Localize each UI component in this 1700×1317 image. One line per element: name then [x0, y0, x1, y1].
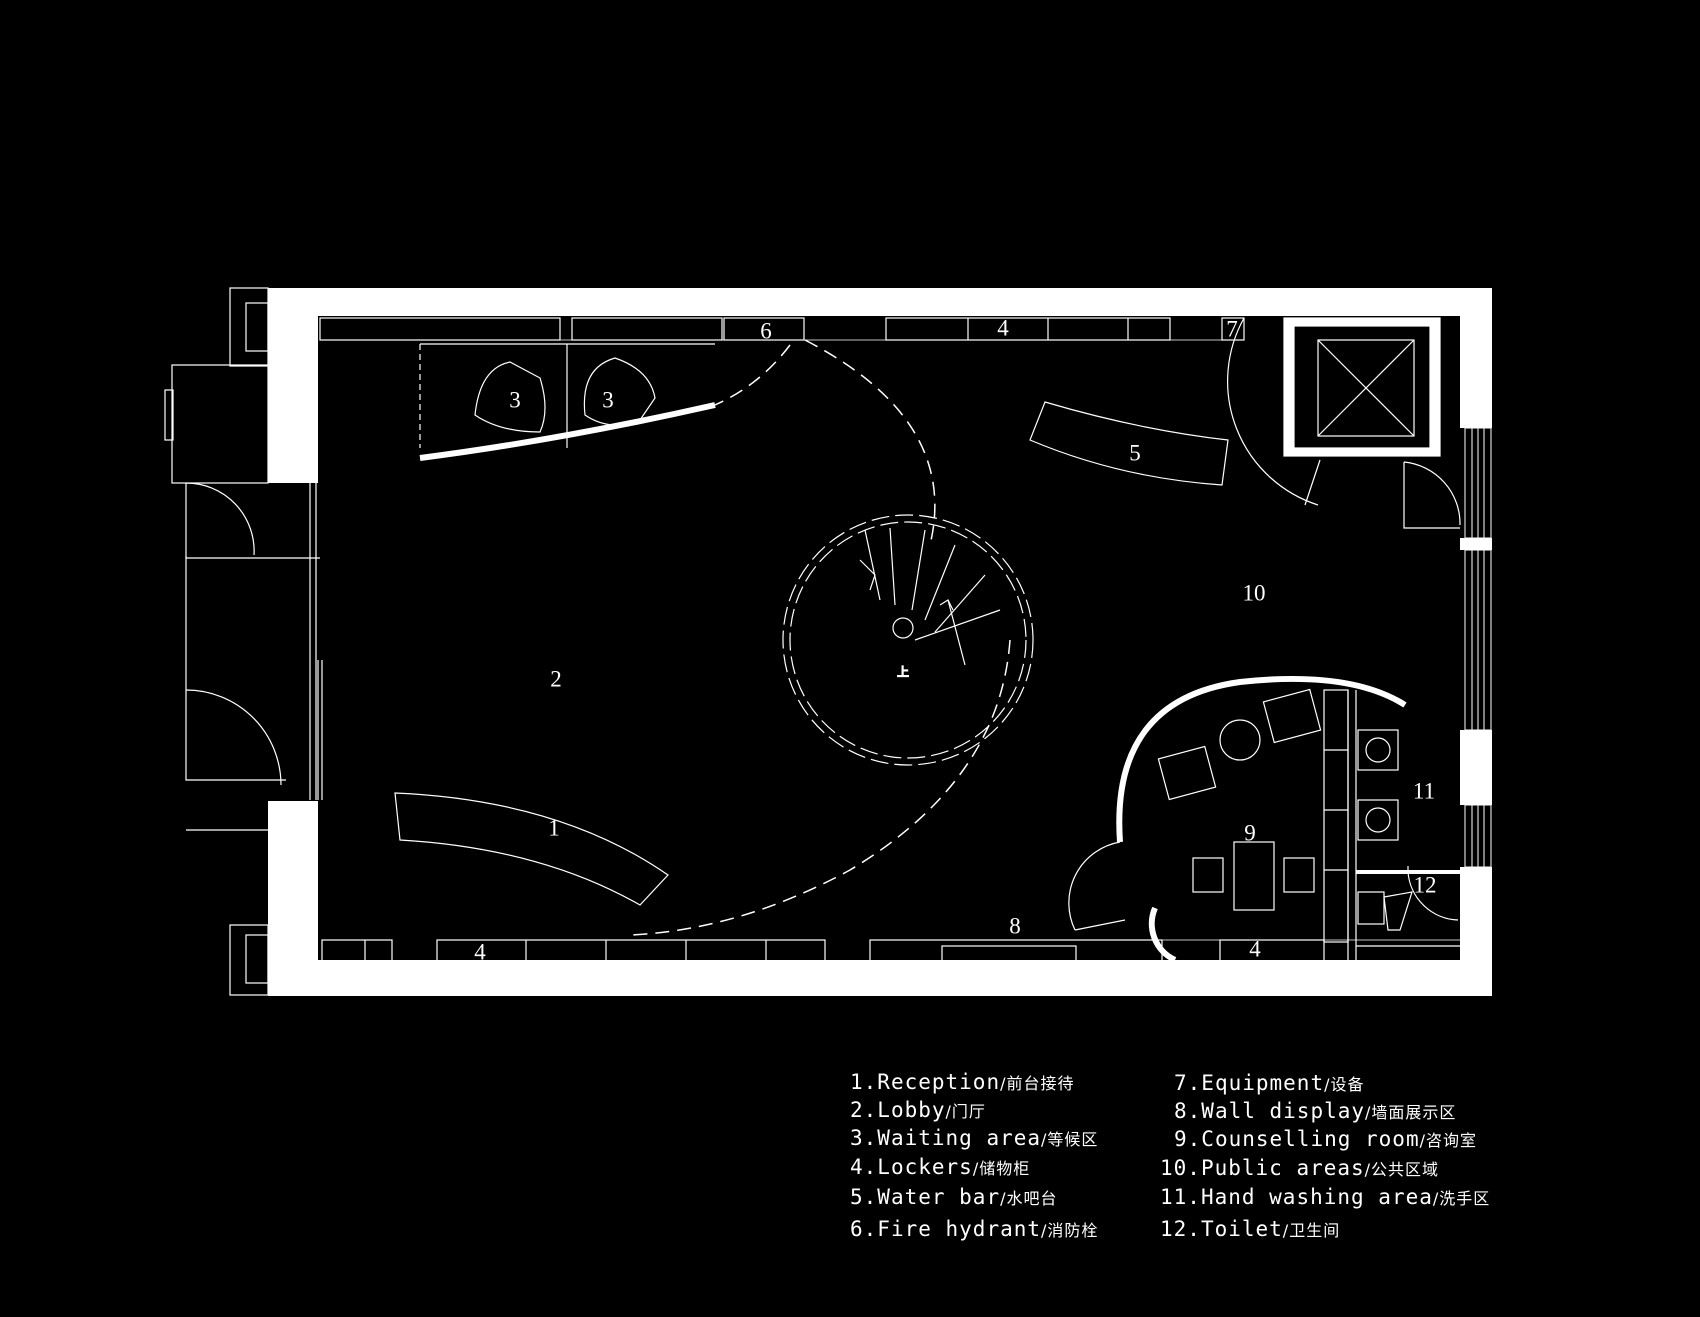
label-hand-washing: 11: [1413, 778, 1435, 803]
legend-item: 10.Public areas/公共区域: [1160, 1156, 1440, 1180]
stair-up-label: 上: [897, 665, 909, 679]
legend-item: 4.Lockers/储物柜: [850, 1155, 1031, 1179]
bottom-cabinets: [321, 939, 1460, 966]
label-lockers-top: 4: [997, 315, 1009, 340]
water-bar: [1029, 401, 1229, 486]
legend-item: 8.Wall display/墙面展示区: [1174, 1099, 1457, 1123]
legend-item: 2.Lobby/门厅: [850, 1098, 986, 1122]
waiting-area: [419, 343, 716, 461]
legend-item: 6.Fire hydrant/消防栓: [850, 1217, 1099, 1241]
entrance-structure: [164, 287, 323, 996]
label-public: 10: [1243, 580, 1266, 605]
spiral-stair: 上: [782, 514, 1034, 766]
wash-and-toilet: [1355, 690, 1460, 966]
window-frames: [1464, 427, 1492, 868]
label-lockers-bottom-right: 4: [1249, 936, 1261, 961]
label-equipment: 7: [1226, 316, 1238, 341]
label-counselling: 9: [1244, 820, 1256, 845]
legend-item: 11.Hand washing area/洗手区: [1160, 1185, 1491, 1209]
label-lockers-bottom-left: 4: [474, 939, 486, 964]
label-toilet: 12: [1414, 872, 1437, 897]
legend-item: 7.Equipment/设备: [1174, 1071, 1365, 1095]
label-fire-hydrant: 6: [760, 318, 772, 343]
label-wall-display: 8: [1009, 913, 1021, 938]
reception-desk: [394, 792, 669, 906]
label-waiting-b: 3: [602, 387, 614, 412]
legend-item: 12.Toilet/卫生间: [1160, 1217, 1341, 1241]
legend-item: 5.Water bar/水吧台: [850, 1185, 1058, 1209]
label-waiting-a: 3: [509, 387, 521, 412]
dashed-curves: [629, 339, 1011, 936]
room-labels: 1 2 3 3 4 4 4 5 6 7 8 9 10 11 12: [474, 315, 1436, 964]
label-lobby: 2: [550, 666, 562, 691]
legend-item: 3.Waiting area/等候区: [850, 1126, 1099, 1150]
top-cabinets: [319, 317, 1245, 341]
counselling-room: [1068, 675, 1407, 966]
label-reception: 1: [548, 815, 560, 840]
label-water-bar: 5: [1129, 440, 1141, 465]
legend-item: 9.Counselling room/咨询室: [1174, 1127, 1477, 1151]
elevator: [1227, 317, 1461, 529]
legend-item: 1.Reception/前台接待: [850, 1070, 1075, 1094]
